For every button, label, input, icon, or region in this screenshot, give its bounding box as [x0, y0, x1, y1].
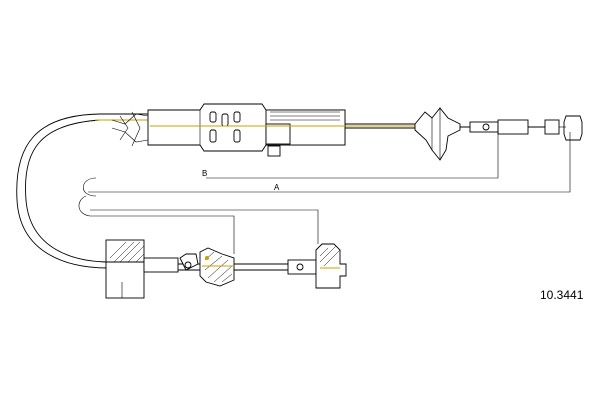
right-end-fitting [469, 115, 583, 141]
adjuster-housing [111, 103, 346, 157]
dimension-a: A [88, 132, 571, 193]
left-end-clamp [287, 243, 347, 289]
knurl-hatching [270, 111, 340, 121]
left-nut [199, 247, 235, 287]
dimension-b-label: B [202, 169, 207, 178]
left-ferrule [143, 253, 300, 273]
bracket-hatching [109, 241, 145, 263]
clamp-hatching [319, 245, 341, 267]
dimension-b: B [82, 126, 499, 197]
dimension-a-label: A [274, 183, 280, 192]
left-bracket [105, 239, 145, 299]
dimension-lower [78, 195, 319, 254]
part-number: 10.3441 [540, 288, 584, 302]
rubber-boot [414, 107, 461, 161]
